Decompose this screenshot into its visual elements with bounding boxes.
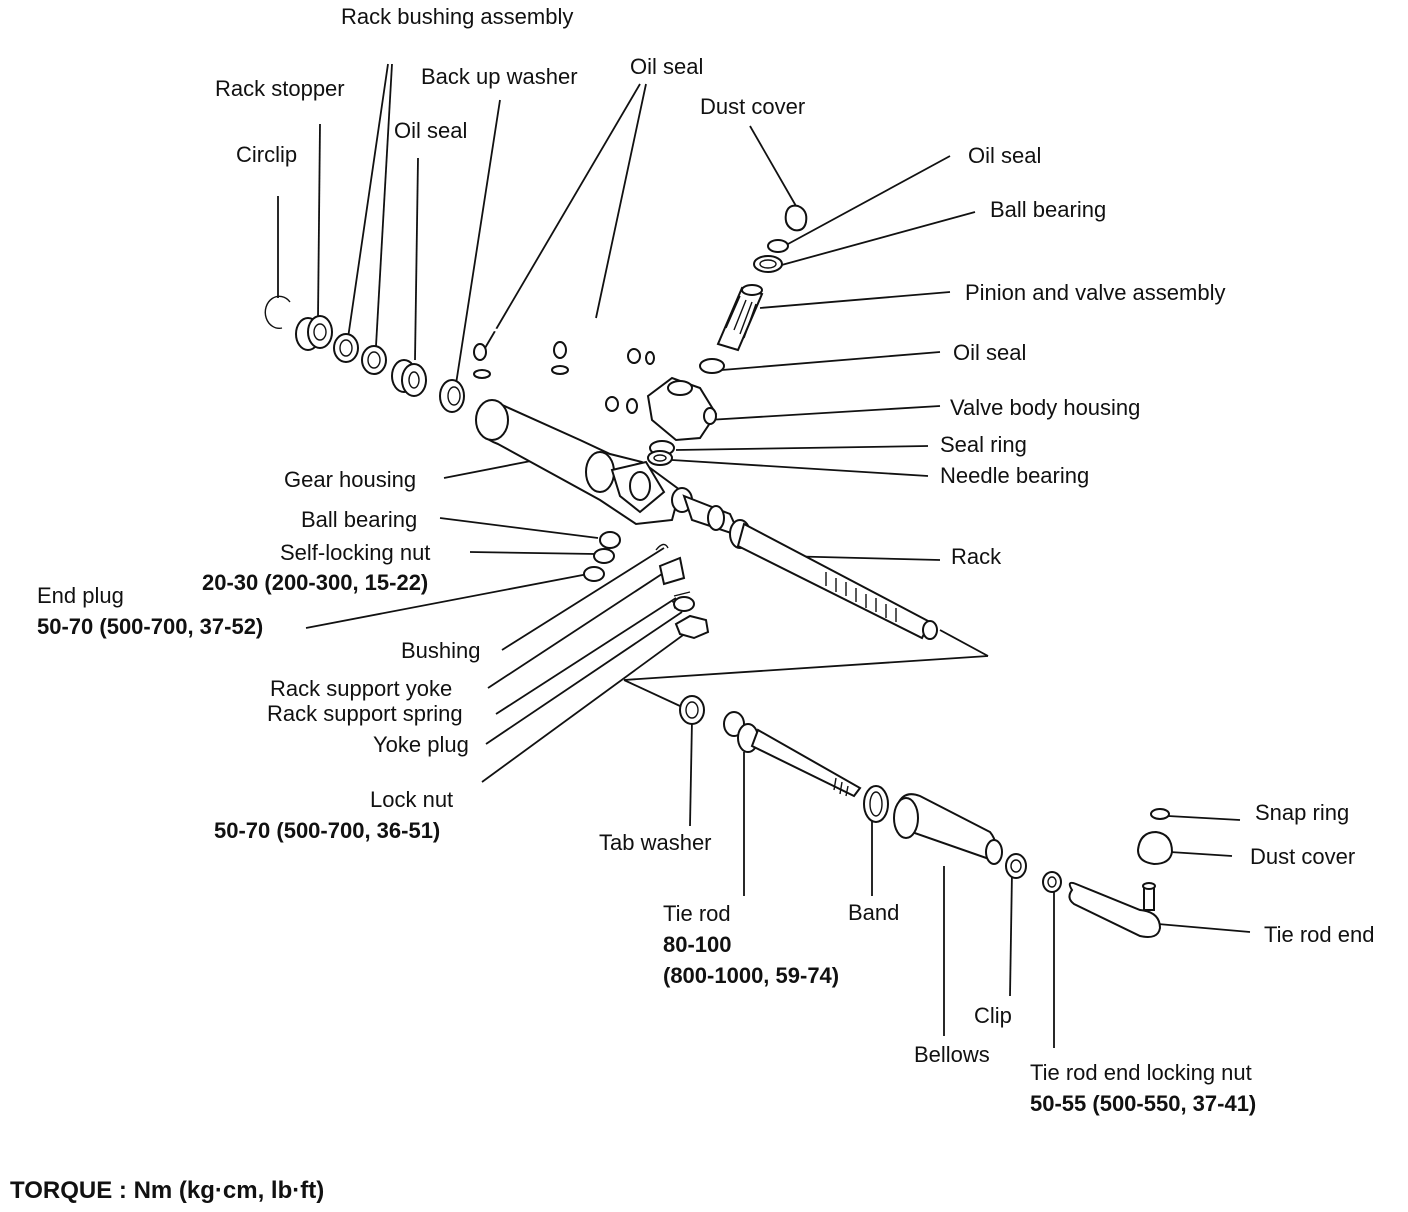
clip-part xyxy=(1005,853,1027,879)
rack-support-yoke-part xyxy=(658,556,686,586)
tie-rod-end-part xyxy=(1068,881,1162,938)
snap-ring-part xyxy=(1150,808,1170,820)
label-dust-cover-top: Dust cover xyxy=(700,94,805,119)
circlip-part xyxy=(264,295,291,329)
label-back-up-washer: Back up washer xyxy=(421,64,578,89)
label-end-plug: End plug xyxy=(37,583,124,608)
end-plug-part xyxy=(583,566,605,582)
label-rack-bushing-assembly: Rack bushing assembly xyxy=(341,4,573,29)
label-needle-bearing: Needle bearing xyxy=(940,463,1089,488)
pinion-valve-part xyxy=(716,284,764,352)
gear-housing-part xyxy=(475,399,693,526)
label-rack-support-spring: Rack support spring xyxy=(267,701,463,726)
dust-cover-right-part xyxy=(1136,830,1174,866)
bushing-part xyxy=(655,543,669,551)
self-locking-nut-part xyxy=(593,548,615,564)
label-lock-nut-torque: 50-70 (500-700, 36-51) xyxy=(214,818,440,843)
dust-cover-top-part xyxy=(784,204,808,232)
seal-ring-part xyxy=(647,440,675,466)
label-end-plug-torque: 50-70 (500-700, 37-52) xyxy=(37,614,263,639)
ball-bearing-top-part xyxy=(753,255,783,273)
label-gear-housing: Gear housing xyxy=(284,467,416,492)
oil-seal-right-top-part xyxy=(767,239,789,253)
label-rack-stopper: Rack stopper xyxy=(215,76,345,101)
rack-stopper-part xyxy=(295,315,333,351)
label-band: Band xyxy=(848,900,899,925)
labels: Rack bushing assembly Back up washer Oil… xyxy=(37,4,1374,1116)
parts xyxy=(264,204,1174,938)
yoke-plug-part xyxy=(673,596,695,612)
back-up-washer-part xyxy=(439,379,465,413)
leader-lines xyxy=(277,63,1251,1048)
label-oil-seal-right-top: Oil seal xyxy=(968,143,1041,168)
label-rack-support-yoke: Rack support yoke xyxy=(270,676,452,701)
tab-washer-part xyxy=(679,695,705,725)
label-snap-ring: Snap ring xyxy=(1255,800,1349,825)
bellows-part xyxy=(893,793,1003,865)
label-clip: Clip xyxy=(974,1003,1012,1028)
label-oil-seal-left: Oil seal xyxy=(394,118,467,143)
lock-nut-part xyxy=(674,614,710,640)
feed-pipes-part xyxy=(473,314,655,414)
label-lock-nut: Lock nut xyxy=(370,787,453,812)
label-bushing: Bushing xyxy=(401,638,481,663)
label-circlip: Circlip xyxy=(236,142,297,167)
label-self-locking-nut: Self-locking nut xyxy=(280,540,430,565)
label-tie-rod-torque-2: (800-1000, 59-74) xyxy=(663,963,839,988)
band-part xyxy=(863,785,889,823)
label-yoke-plug: Yoke plug xyxy=(373,732,469,757)
rack-bushing-part xyxy=(333,333,387,375)
label-tie-rod-torque-1: 80-100 xyxy=(663,932,732,957)
label-valve-body-housing: Valve body housing xyxy=(950,395,1140,420)
label-tie-rod-end: Tie rod end xyxy=(1264,922,1374,947)
oil-seal-right-mid-part xyxy=(699,358,725,374)
label-dust-cover-right: Dust cover xyxy=(1250,844,1355,869)
label-bellows: Bellows xyxy=(914,1042,990,1067)
label-oil-seal-right-mid: Oil seal xyxy=(953,340,1026,365)
label-tie-rod-end-locking-nut: Tie rod end locking nut xyxy=(1030,1060,1252,1085)
label-ball-bearing-left: Ball bearing xyxy=(301,507,417,532)
label-tab-washer: Tab washer xyxy=(599,830,712,855)
valve-body-housing-part xyxy=(646,376,718,442)
torque-units-footer: TORQUE : Nm (kg·cm, lb·ft) xyxy=(10,1177,324,1204)
label-seal-ring: Seal ring xyxy=(940,432,1027,457)
ball-bearing-left-part xyxy=(599,531,621,549)
label-ball-bearing-top: Ball bearing xyxy=(990,197,1106,222)
label-pinion-valve-assembly: Pinion and valve assembly xyxy=(965,280,1225,305)
label-self-locking-nut-torque: 20-30 (200-300, 15-22) xyxy=(202,570,428,595)
label-oil-seal-top: Oil seal xyxy=(630,54,703,79)
label-tie-rod-end-locking-nut-torque: 50-55 (500-550, 37-41) xyxy=(1030,1091,1256,1116)
tie-rod-part xyxy=(723,711,862,798)
tie-rod-end-locking-nut-part xyxy=(1042,871,1062,893)
oil-seal-left-part xyxy=(391,359,427,397)
rack-tube-part xyxy=(682,494,938,640)
label-rack: Rack xyxy=(951,544,1002,569)
label-tie-rod: Tie rod xyxy=(663,901,731,926)
